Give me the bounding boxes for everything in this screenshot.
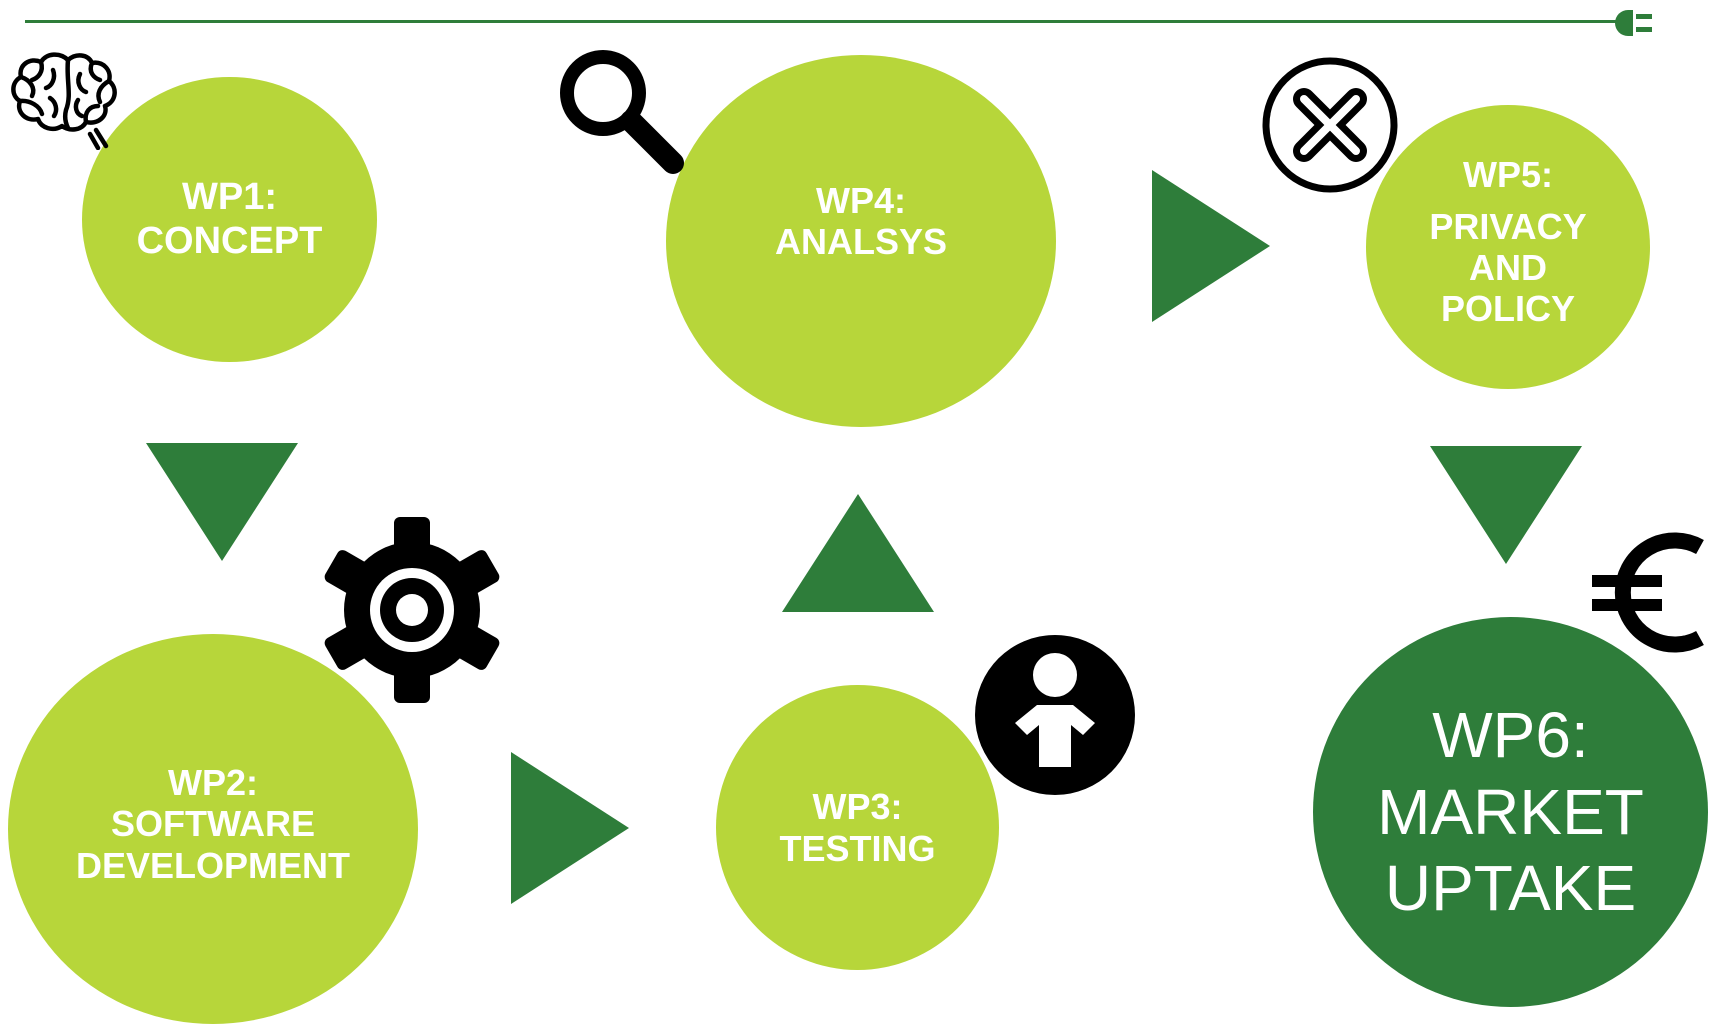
wp3-title: TESTING xyxy=(779,827,936,869)
wp6-id: WP6: xyxy=(1432,698,1589,771)
wp5-privacy-policy-node: WP5: PRIVACY AND POLICY xyxy=(1366,105,1650,389)
wp2-id: WP2: xyxy=(168,761,258,803)
wp1-title: CONCEPT xyxy=(136,219,323,262)
wp4-title: ANALSYS xyxy=(774,221,948,262)
person-icon xyxy=(975,635,1135,795)
arrow-right-wp2-wp3 xyxy=(511,752,629,904)
wp1-concept-node: WP1: CONCEPT xyxy=(82,77,377,362)
euro-icon xyxy=(1592,532,1704,653)
wp4-analysis-node: WP4: ANALSYS xyxy=(666,55,1056,427)
wp2-software-development-node: WP2: SOFTWARE DEVELOPMENT xyxy=(8,634,418,1024)
wp5-line2: AND xyxy=(1469,247,1547,288)
wp5-line3: POLICY xyxy=(1440,288,1575,330)
magnifier-icon xyxy=(560,50,684,174)
wp6-line1: MARKET xyxy=(1377,775,1644,848)
wp1-id: WP1: xyxy=(182,175,277,218)
arrow-up-wp3-wp4 xyxy=(782,494,934,612)
plug-icon xyxy=(1615,10,1652,36)
wp6-line2: UPTAKE xyxy=(1384,852,1637,925)
wp5-id: WP5: xyxy=(1463,154,1553,196)
brain-icon xyxy=(11,52,117,150)
arrow-down-wp1-wp2 xyxy=(146,443,298,561)
arrow-down-wp5-wp6 xyxy=(1430,446,1582,564)
wp3-id: WP3: xyxy=(812,786,903,828)
wp6-market-uptake-node: WP6: MARKET UPTAKE xyxy=(1313,617,1708,1007)
top-divider-line xyxy=(25,20,1625,23)
wp4-id: WP4: xyxy=(816,179,906,221)
wp2-line1: SOFTWARE xyxy=(111,803,315,845)
wp2-line2: DEVELOPMENT xyxy=(75,844,351,886)
gear-icon xyxy=(324,517,500,703)
wp3-testing-node: WP3: TESTING xyxy=(716,685,999,970)
arrow-right-wp4-wp5 xyxy=(1152,170,1270,322)
close-circle-icon xyxy=(1262,57,1398,193)
wp5-line1: PRIVACY xyxy=(1429,205,1587,247)
